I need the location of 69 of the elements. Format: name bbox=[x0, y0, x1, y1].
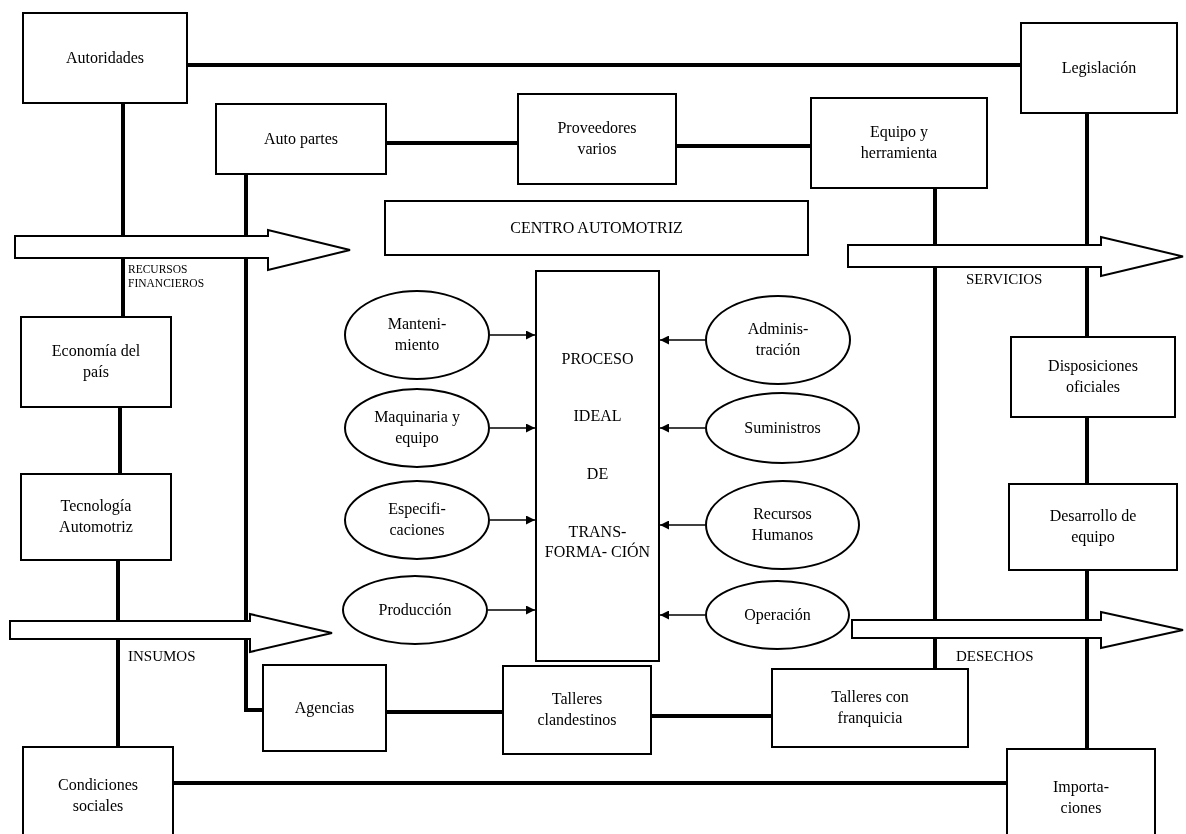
arrow bbox=[659, 610, 706, 620]
connector-line bbox=[174, 781, 1006, 785]
process-box bbox=[215, 103, 387, 175]
connector-line bbox=[188, 63, 1020, 67]
connector-line bbox=[1085, 418, 1089, 483]
connector-line bbox=[652, 714, 771, 718]
connector-line bbox=[116, 561, 120, 746]
connector-line bbox=[1085, 114, 1089, 336]
process-box bbox=[810, 97, 988, 189]
node-text: Adminis- tración bbox=[746, 319, 810, 360]
node-text: Manteni- miento bbox=[386, 314, 448, 355]
arrow bbox=[659, 423, 706, 433]
process-box bbox=[384, 200, 809, 256]
arrow bbox=[487, 605, 536, 615]
node-text: Talleres con franquicia bbox=[830, 687, 910, 729]
node-text: Disposiciones oficiales bbox=[1047, 356, 1139, 397]
node-text: Maquinaria y equipo bbox=[373, 407, 461, 449]
node-text: Operación bbox=[744, 604, 811, 626]
node-text: Tecnología Automotriz bbox=[58, 496, 134, 537]
node-text: Importa- ciones bbox=[1052, 777, 1110, 818]
node-text: Agencias bbox=[294, 697, 355, 719]
process-box bbox=[22, 12, 188, 104]
arrow bbox=[489, 423, 536, 433]
process-box bbox=[20, 473, 172, 561]
arrow bbox=[489, 515, 536, 525]
connector-line bbox=[677, 144, 810, 148]
node-text: DE bbox=[586, 464, 609, 484]
process-box bbox=[20, 316, 172, 408]
connector-line bbox=[933, 189, 937, 668]
node-text: TRANS- FORMA- CIÓN bbox=[543, 521, 652, 563]
node-text: Recursos Humanos bbox=[750, 504, 815, 545]
process-box bbox=[262, 664, 387, 752]
process-box bbox=[1020, 22, 1178, 114]
node-text: Legislación bbox=[1061, 57, 1137, 79]
flow-label: INSUMOS bbox=[128, 647, 197, 666]
node-text: Condiciones sociales bbox=[57, 775, 139, 816]
connector-line bbox=[387, 710, 502, 714]
node-text: Equipo y herramienta bbox=[859, 122, 939, 163]
node-text: Especifi- caciones bbox=[387, 499, 447, 540]
connector-line bbox=[118, 408, 122, 473]
node-text: IDEAL bbox=[573, 406, 622, 427]
connector-line bbox=[1085, 571, 1089, 748]
arrow bbox=[659, 335, 706, 345]
process-box bbox=[771, 668, 969, 748]
connector-line bbox=[387, 141, 517, 145]
node-text: CENTRO AUTOMOTRIZ bbox=[510, 217, 683, 238]
node-text: Auto partes bbox=[263, 128, 339, 150]
node-text: Producción bbox=[378, 599, 452, 620]
node-text: Desarrollo de equipo bbox=[1048, 506, 1138, 548]
connector-line bbox=[244, 175, 262, 712]
process-box bbox=[1008, 483, 1178, 571]
process-box bbox=[1006, 748, 1156, 834]
flow-label: RECURSOS FINANCIEROS bbox=[128, 262, 206, 291]
node-text: Proveedores varios bbox=[556, 118, 638, 159]
node-text: Talleres clandestinos bbox=[536, 689, 618, 730]
flow-label: SERVICIOS bbox=[966, 270, 1044, 289]
node-text: PROCESO bbox=[561, 348, 634, 369]
process-box bbox=[517, 93, 677, 185]
process-box bbox=[1010, 336, 1176, 418]
arrow bbox=[489, 330, 536, 340]
node-text: Economía del país bbox=[50, 341, 142, 383]
process-box bbox=[22, 746, 174, 834]
arrow bbox=[659, 520, 706, 530]
process-box bbox=[535, 270, 660, 662]
node-text: Autoridades bbox=[65, 47, 145, 68]
flow-label: DESECHOS bbox=[956, 647, 1035, 666]
node-text: Suministros bbox=[744, 417, 821, 438]
connector-line bbox=[121, 104, 125, 316]
process-box bbox=[502, 665, 652, 755]
